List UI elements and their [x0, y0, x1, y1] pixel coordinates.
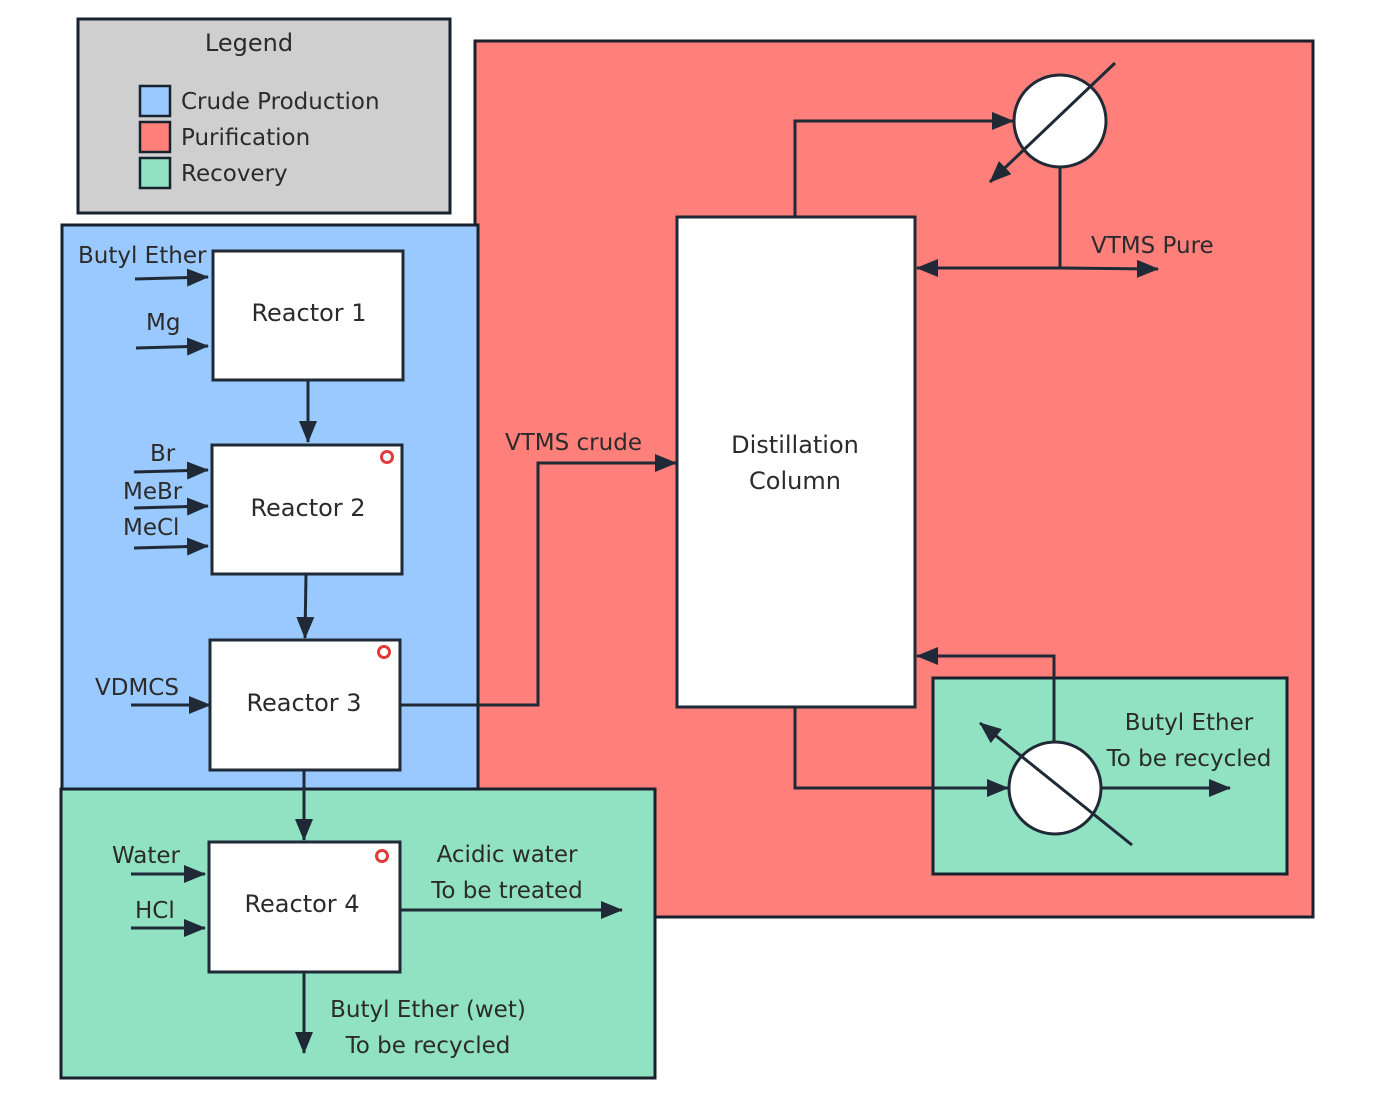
condenser-icon [988, 61, 1117, 184]
stream-label-vtms-crude: VTMS crude [505, 430, 642, 456]
reboiler-icon [979, 721, 1133, 847]
flow-column-bottoms [793, 707, 1009, 797]
flow-reactor2-to-reactor3 [296, 573, 315, 639]
stream-label-acidic-water-line1: Acidic water [437, 842, 578, 868]
stream-label-butyl-ether: Butyl Ether [78, 243, 207, 269]
legend-title: Legend [205, 29, 293, 57]
reactor-4 [207, 840, 402, 974]
feed-mebr-arrow [133, 497, 209, 516]
legend-swatch-crude-production [138, 84, 172, 118]
stream-label-vdmcs: VDMCS [95, 675, 179, 701]
column-label-line2: Column [749, 467, 841, 495]
stream-label-mg: Mg [146, 310, 180, 336]
legend: Legend Crude Production Purification Rec… [76, 17, 452, 215]
stream-label-br: Br [150, 441, 176, 467]
reactor-1 [211, 249, 405, 382]
stream-label-mebr: MeBr [123, 479, 183, 505]
reactor-2 [210, 443, 404, 576]
legend-swatch-recovery [138, 156, 172, 190]
stream-label-mecl: MeCl [123, 515, 179, 541]
recovery-zone-right [931, 676, 1289, 876]
reactor-2-indicator-icon [380, 450, 394, 464]
stream-label-butyl-ether-wet-line2: To be recycled [345, 1033, 511, 1059]
legend-swatch-purification [138, 120, 172, 154]
flow-vtms-pure-out [1059, 259, 1159, 278]
reactor-3 [208, 638, 402, 772]
flow-vtms-crude [400, 454, 677, 707]
legend-label-crude-production: Crude Production [181, 89, 380, 115]
feed-mecl-arrow [133, 537, 209, 556]
distillation-column [675, 215, 917, 709]
flow-column-overhead [793, 112, 1014, 217]
legend-label-recovery: Recovery [181, 161, 288, 187]
reactor-3-label: Reactor 3 [246, 689, 361, 717]
stream-label-vtms-pure: VTMS Pure [1091, 233, 1214, 259]
reactor-2-label: Reactor 2 [250, 494, 365, 522]
reactor-1-label: Reactor 1 [251, 299, 366, 327]
reactor-4-label: Reactor 4 [244, 890, 359, 918]
stream-label-water: Water [112, 843, 181, 869]
stream-label-butyl-ether-recycle-line2: To be recycled [1106, 746, 1272, 772]
legend-label-purification: Purification [181, 125, 310, 151]
feed-butyl-ether-arrow [134, 268, 209, 287]
feed-br-arrow [133, 461, 209, 480]
stream-label-butyl-ether-recycle-line1: Butyl Ether [1125, 710, 1254, 736]
reactor-4-indicator-icon [375, 849, 389, 863]
flow-reboiler-return [916, 647, 1056, 742]
stream-label-hcl: HCl [135, 898, 175, 924]
feed-mg-arrow [135, 337, 209, 356]
column-label-line1: Distillation [731, 431, 859, 459]
stream-label-butyl-ether-wet-line1: Butyl Ether (wet) [330, 997, 526, 1023]
stream-label-acidic-water-line2: To be treated [430, 878, 583, 904]
reactor-3-indicator-icon [377, 645, 391, 659]
